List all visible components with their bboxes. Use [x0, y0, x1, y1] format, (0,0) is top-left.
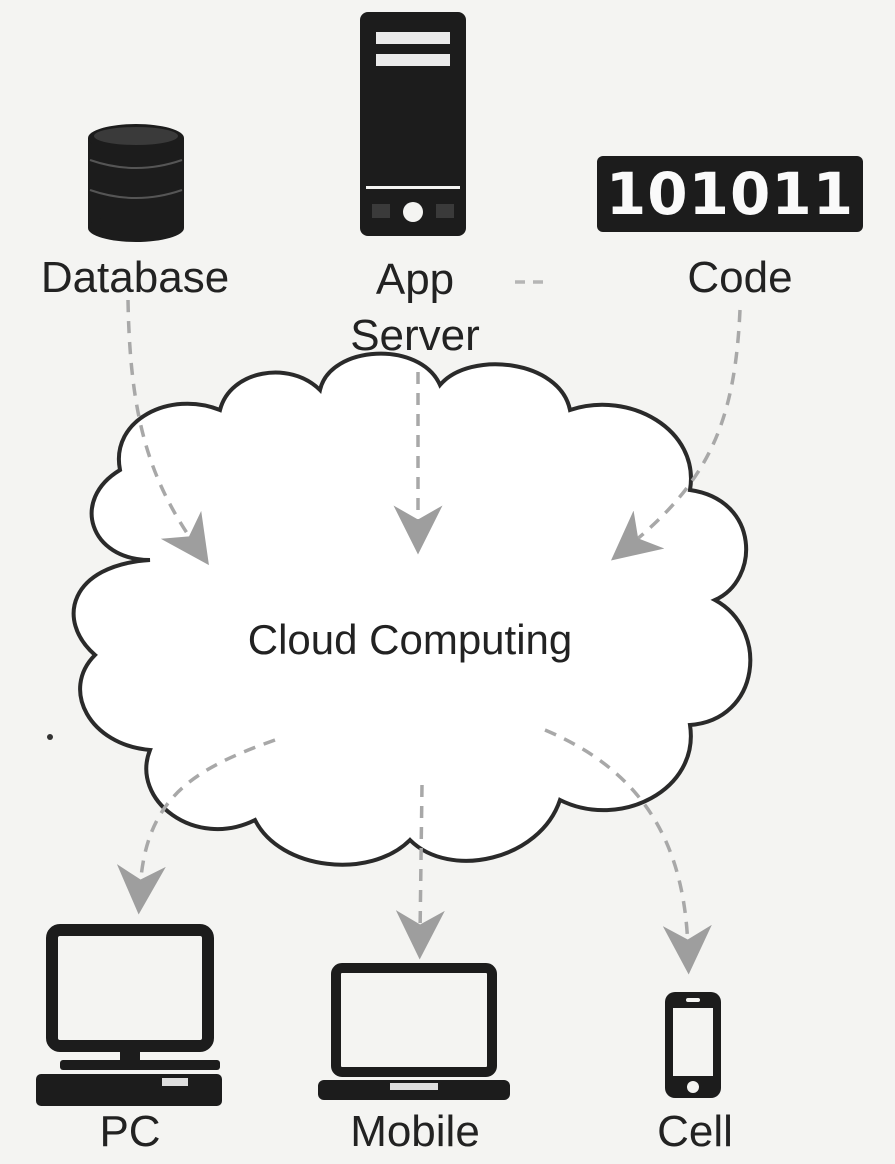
- cell-label: Cell: [657, 1107, 733, 1156]
- mobile-label: Mobile: [350, 1107, 480, 1156]
- code-label: Code: [687, 253, 793, 302]
- laptop-icon: [318, 963, 510, 1100]
- cloud-shape: [71, 351, 753, 867]
- arrow-cloud-to-pc: [116, 738, 276, 915]
- arrow-cloud-to-cell: [544, 728, 712, 975]
- arrow-cloud-to-mobile: [395, 784, 445, 960]
- server-icon: [360, 12, 466, 236]
- database-label: Database: [40, 253, 230, 302]
- app-server-label-line2: Server: [350, 311, 480, 360]
- pc-label: PC: [99, 1107, 161, 1156]
- code-badge: 101011: [597, 156, 863, 232]
- speck-mark: [47, 734, 53, 740]
- database-icon: [88, 124, 184, 242]
- app-server-label-line1: App: [375, 255, 455, 304]
- cloud-computing-label: Cloud Computing: [247, 616, 573, 663]
- arrow-database-to-cloud: [126, 299, 209, 566]
- phone-icon: [665, 992, 721, 1098]
- pc-icon: [36, 924, 222, 1106]
- arrow-code-to-cloud: [610, 309, 742, 561]
